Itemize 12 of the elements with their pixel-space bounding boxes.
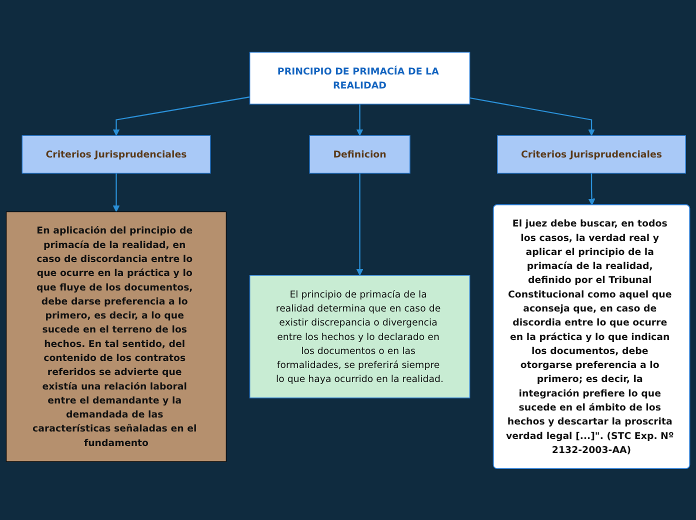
node-box: El principio de primacía de la realidad determina que en caso de existir discrepancia o divergencia entre los hechos y lo declarado en los documentos o en las formalidades, se preferirá siempre lo que haya ocurrido en la realidad. (249, 274, 470, 398)
node-box: Definicion (309, 134, 410, 174)
node-box: Criterios Jurisprudenciales (497, 134, 686, 174)
arrow (356, 172, 364, 276)
arrow (112, 172, 120, 212)
node-box: En aplicación del principio de primacía de la realidad, en caso de discordancia entre lo que ocurre en la práctica y lo que fluye de los documentos, debe darse preferencia a lo primero, es decir, a lo que sucede en el terreno de los hechos. En tal sentido, del contenido de los contratos referidos se advierte que existía una relación laboral entre el demandante y la demandada de las características señaladas en el fundamento (6, 210, 227, 462)
arrow (356, 104, 364, 136)
arrow (470, 96, 595, 136)
node-box: Criterios Jurisprudenciales (22, 134, 211, 174)
arrow (112, 96, 250, 136)
arrow (588, 172, 596, 205)
node-box: PRINCIPIO DE PRIMACÍA DE LA REALIDAD (249, 51, 470, 104)
